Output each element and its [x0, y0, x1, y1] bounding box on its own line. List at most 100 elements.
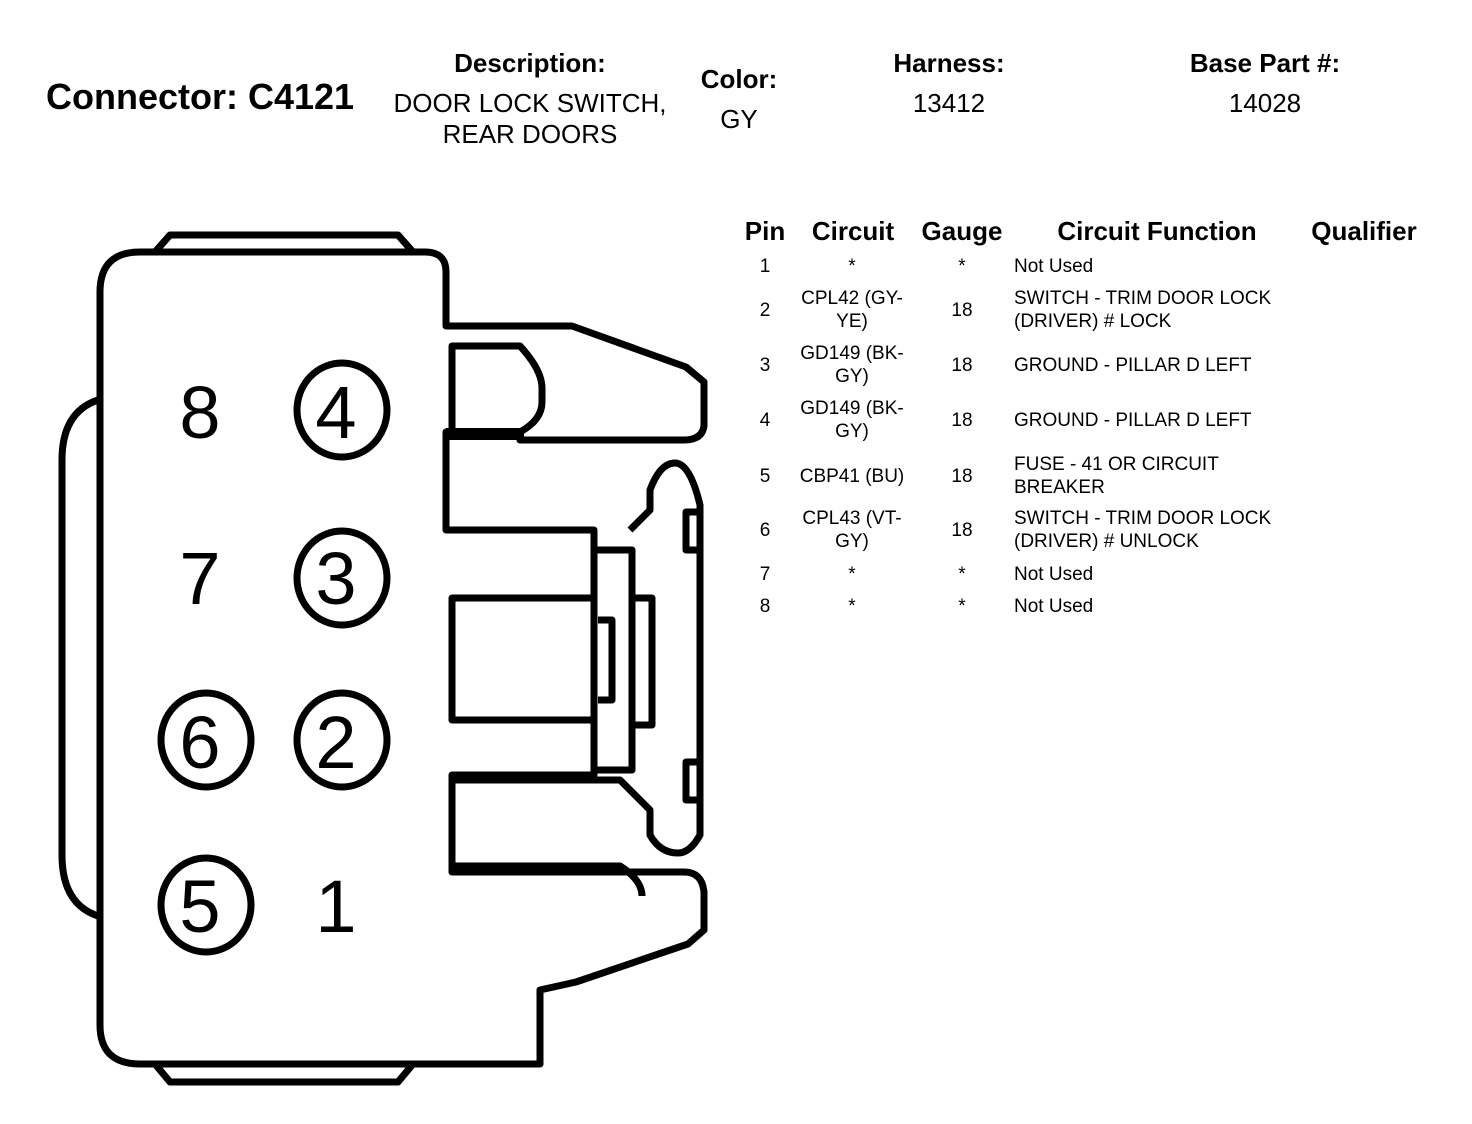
connector-title: Connector: C4121	[46, 76, 355, 117]
table-cell-line: 8	[759, 595, 771, 617]
table-cell-line: FUSE - 41 OR CIRCUIT	[1014, 454, 1219, 475]
table-cell-line: *	[958, 255, 966, 277]
table-cell-function: SWITCH - TRIM DOOR LOCK(DRIVER) # LOCK	[1014, 287, 1314, 333]
table-cell-pin: 2	[734, 299, 796, 322]
table-cell-pin: 7	[734, 563, 796, 586]
table-cell-line: Not Used	[1014, 563, 1094, 585]
table-cell-line: *	[958, 595, 966, 617]
pin-label-6: 6	[179, 701, 220, 784]
table-cell-line: SWITCH - TRIM DOOR LOCK	[1014, 508, 1272, 529]
table-cell-pin: 5	[734, 465, 796, 488]
table-cell-line: 3	[759, 354, 771, 376]
connector-latch-lower	[452, 862, 646, 897]
table-cell-line: 18	[951, 519, 973, 541]
table-cell-line: SWITCH - TRIM DOOR LOCK	[1014, 288, 1272, 309]
connector-housing-right	[140, 248, 708, 857]
pin-label-2: 2	[315, 701, 356, 784]
table-cell-line: CPL42 (GY-	[801, 288, 903, 309]
table-cell-line: (DRIVER) # UNLOCK	[1014, 531, 1199, 552]
table-cell-gauge: 18	[912, 409, 1012, 432]
table-cell-line: GD149 (BK-	[800, 398, 904, 419]
table-cell-circuit: CPL43 (VT-GY)	[790, 507, 914, 553]
table-cell-line: GY)	[835, 421, 869, 442]
table-cell-line: Not Used	[1014, 595, 1094, 617]
table-cell-line: Not Used	[1014, 255, 1094, 277]
table-cell-pin: 8	[734, 595, 796, 618]
color-value: GY	[720, 104, 758, 134]
pin-4-circle	[293, 359, 391, 461]
description-label: Description:	[454, 48, 606, 78]
table-cell-function: Not Used	[1014, 595, 1314, 618]
table-cell-circuit: CBP41 (BU)	[790, 465, 914, 488]
connector-latch-bar	[446, 428, 524, 440]
connector-bottom-rail	[152, 1061, 416, 1086]
table-cell-line: 18	[951, 465, 973, 487]
connector-housing-left	[96, 248, 708, 1068]
table-cell-line: *	[848, 255, 856, 277]
table-cell-pin: 6	[734, 519, 796, 542]
table-cell-pin: 3	[734, 354, 796, 377]
table-cell-line: GROUND - PILLAR D LEFT	[1014, 409, 1252, 431]
table-cell-line: 2	[759, 299, 771, 321]
table-cell-circuit: GD149 (BK-GY)	[790, 397, 914, 443]
pin-label-1: 1	[315, 865, 356, 948]
table-cell-circuit: GD149 (BK-GY)	[790, 342, 914, 388]
table-cell-function: SWITCH - TRIM DOOR LOCK(DRIVER) # UNLOCK	[1014, 507, 1314, 553]
connector-latch-upper	[448, 342, 546, 436]
table-cell-line: GY)	[835, 531, 869, 552]
table-cell-line: 18	[951, 354, 973, 376]
table-cell-gauge: *	[912, 563, 1012, 586]
connector-key-inner	[598, 616, 616, 704]
pin-2-circle	[293, 689, 391, 791]
pin-6-circle	[157, 689, 255, 791]
connector-key-box	[594, 546, 636, 774]
connector-key-notch	[632, 594, 656, 729]
table-cell-line: *	[848, 563, 856, 585]
table-cell-line: 5	[759, 465, 771, 487]
connector-left-tab	[58, 396, 100, 920]
connector-notch-lower	[682, 758, 700, 804]
table-cell-line: 7	[759, 563, 771, 585]
table-cell-line: 18	[951, 409, 973, 431]
pin-label-4: 4	[315, 371, 356, 454]
table-cell-gauge: 18	[912, 519, 1012, 542]
harness-label: Harness:	[893, 48, 1005, 78]
table-cell-line: 18	[951, 299, 973, 321]
table-cell-line: GY)	[835, 366, 869, 387]
table-cell-line: *	[848, 595, 856, 617]
table-cell-function: Not Used	[1014, 255, 1314, 278]
col-header-circuit-function: Circuit Function	[1057, 216, 1257, 246]
table-cell-pin: 4	[734, 409, 796, 432]
table-cell-function: Not Used	[1014, 563, 1314, 586]
description-line-2: REAR DOORS	[442, 119, 618, 149]
table-cell-gauge: *	[912, 255, 1012, 278]
color-label: Color:	[700, 64, 778, 94]
pin-label-7: 7	[179, 537, 220, 620]
table-cell-pin: 1	[734, 255, 796, 278]
table-cell-line: BREAKER	[1014, 477, 1105, 498]
col-header-qualifier: Qualifier	[1311, 216, 1417, 246]
table-cell-gauge: 18	[912, 299, 1012, 322]
col-header-gauge: Gauge	[921, 216, 1003, 246]
table-cell-line: (DRIVER) # LOCK	[1014, 311, 1172, 332]
col-header-pin: Pin	[744, 216, 786, 246]
table-cell-circuit: *	[790, 255, 914, 278]
description-line-1: DOOR LOCK SWITCH,	[393, 88, 667, 118]
table-cell-line: GROUND - PILLAR D LEFT	[1014, 354, 1252, 376]
base-part-label: Base Part #:	[1189, 48, 1341, 78]
table-cell-circuit: CPL42 (GY-YE)	[790, 287, 914, 333]
table-cell-line: GD149 (BK-	[800, 343, 904, 364]
table-cell-line: YE)	[836, 311, 868, 332]
table-cell-gauge: 18	[912, 354, 1012, 377]
table-cell-circuit: *	[790, 595, 914, 618]
col-header-circuit: Circuit	[811, 216, 895, 246]
table-cell-gauge: 18	[912, 465, 1012, 488]
table-cell-gauge: *	[912, 595, 1012, 618]
table-cell-function: GROUND - PILLAR D LEFT	[1014, 409, 1314, 432]
table-cell-line: 1	[759, 255, 771, 277]
pin-label-3: 3	[315, 537, 356, 620]
table-cell-function: GROUND - PILLAR D LEFT	[1014, 354, 1314, 377]
table-cell-line: CPL43 (VT-	[802, 508, 902, 529]
